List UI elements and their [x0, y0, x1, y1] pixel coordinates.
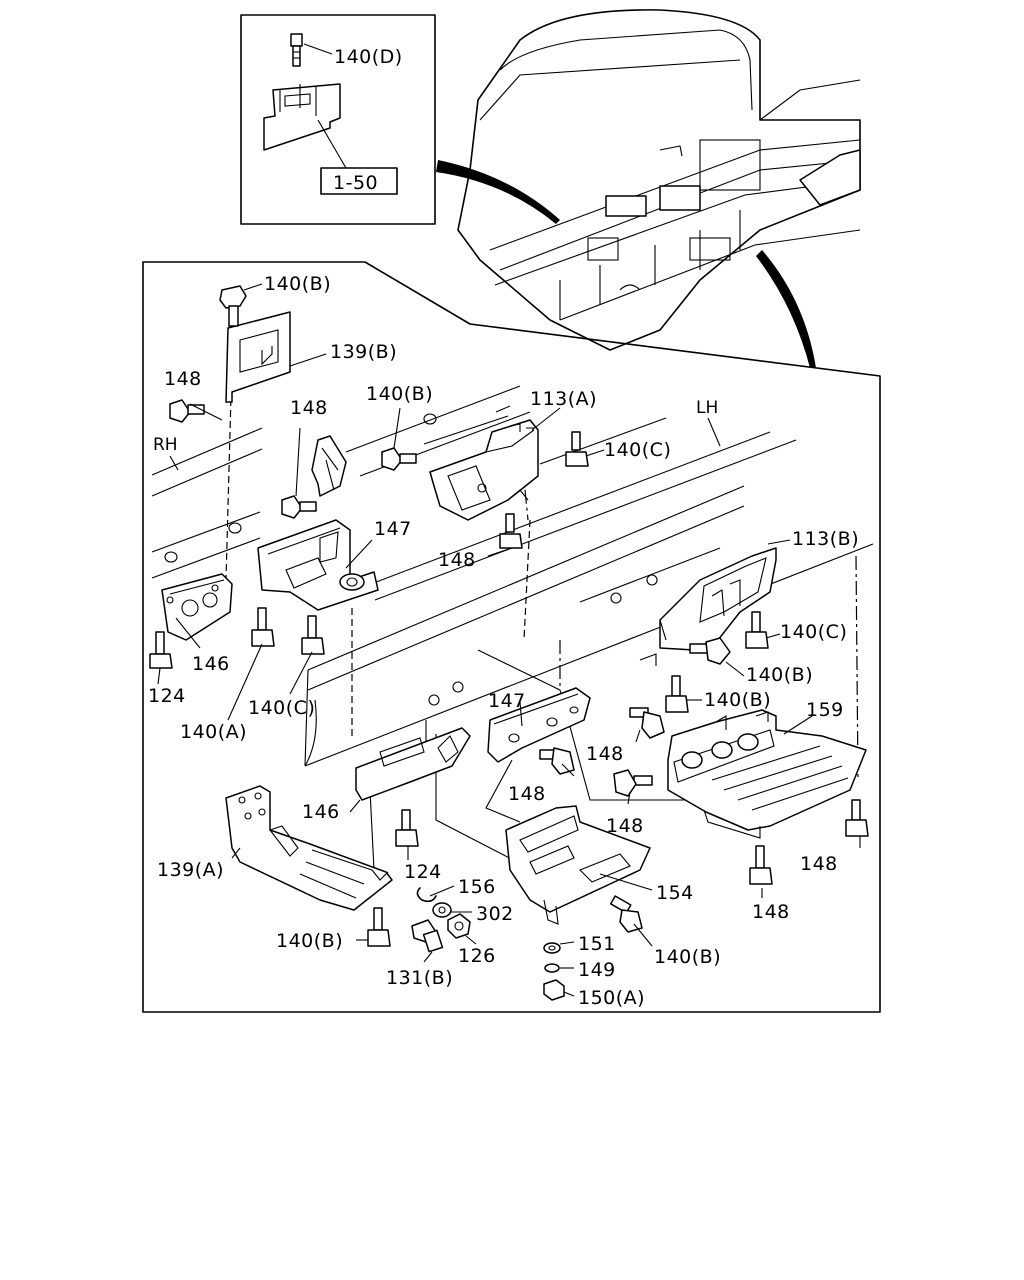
label-131b: 131(B): [386, 967, 453, 989]
label-147: 147: [488, 690, 526, 712]
label-146: 146: [192, 653, 230, 675]
washer-icon: [543, 942, 561, 954]
bolt-icon: [499, 513, 523, 549]
bolt-icon: [169, 399, 205, 423]
label-124: 124: [404, 861, 442, 883]
label-124: 124: [148, 685, 186, 707]
inset-ref-label: 1-50: [333, 172, 378, 194]
nut-icon: [543, 979, 565, 1001]
bolt-icon: [745, 611, 769, 649]
bolt-icon: [411, 919, 444, 953]
bolt-icon: [749, 845, 773, 885]
label-139a: 139(A): [157, 859, 224, 881]
carrier-159: [667, 709, 867, 839]
label-140c: 140(C): [604, 439, 671, 461]
bolt-icon: [301, 615, 325, 655]
label-140a: 140(A): [180, 721, 247, 743]
label-302: 302: [476, 903, 514, 925]
inset-panel: 140(D) 1-50: [240, 14, 436, 225]
callout-labels: RH LH 140(B) 139(B) 148 148 140(B) 113(A…: [148, 273, 859, 1009]
label-150a: 150(A): [578, 987, 645, 1009]
frame-rails: [151, 385, 874, 767]
side-label-rh: RH: [153, 435, 178, 455]
bolt-icon: [845, 799, 869, 837]
label-140b-top: 140(B): [264, 273, 331, 295]
bracket-113a-upper: [311, 435, 347, 497]
mount-147-mid: [487, 687, 591, 763]
label-159: 159: [806, 699, 844, 721]
main-panel-frame: [142, 261, 881, 1013]
label-148: 148: [290, 397, 328, 419]
label-147: 147: [374, 518, 412, 540]
tray-139a: [225, 785, 393, 911]
bolt-icon: [565, 431, 589, 467]
label-140b: 140(B): [704, 689, 771, 711]
label-148: 148: [164, 368, 202, 390]
label-156: 156: [458, 876, 496, 898]
mount-bracket-146-left: [161, 573, 233, 641]
pointer-arrow-upper: [436, 160, 560, 224]
washer-icon: [544, 963, 560, 973]
label-154: 154: [656, 882, 694, 904]
vehicle-outline-icon: [457, 9, 861, 351]
label-113a: 113(A): [530, 388, 597, 410]
bolt-icon: [149, 631, 173, 669]
bolt-icon: [609, 895, 643, 933]
label-148: 148: [586, 743, 624, 765]
label-140b: 140(B): [746, 664, 813, 686]
label-140b: 140(B): [366, 383, 433, 405]
label-148: 148: [606, 815, 644, 837]
bolt-icon: [665, 675, 689, 713]
bolt-icon: [539, 747, 575, 775]
label-140c: 140(C): [780, 621, 847, 643]
pointer-arrow-lower: [756, 250, 816, 368]
bolt-icon: [689, 637, 731, 665]
clip-icon: [416, 887, 437, 903]
bolt-icon: [613, 769, 653, 797]
label-140b: 140(B): [276, 930, 343, 952]
bolt-icon: [395, 809, 419, 847]
label-148: 148: [438, 549, 476, 571]
label-140c: 140(C): [248, 697, 315, 719]
tray-154: [505, 805, 651, 925]
bolt-icon: [251, 607, 275, 647]
label-146: 146: [302, 801, 340, 823]
mount-bracket-146-mid: [355, 727, 471, 801]
label-148: 148: [508, 783, 546, 805]
label-149: 149: [578, 959, 616, 981]
label-148: 148: [800, 853, 838, 875]
washer-icon: [432, 902, 452, 918]
mount-147-left: [257, 519, 379, 611]
bracket-113a: [429, 419, 539, 521]
label-113b: 113(B): [792, 528, 859, 550]
label-140b: 140(B): [654, 946, 721, 968]
label-148: 148: [752, 901, 790, 923]
bolt-icon: [381, 447, 417, 471]
label-139b: 139(B): [330, 341, 397, 363]
bracket-139b: [225, 311, 291, 403]
bolt-icon: [290, 33, 303, 67]
nut-icon: [447, 913, 471, 939]
bracket-113b: [639, 547, 777, 666]
bolt-icon: [367, 907, 391, 947]
bolt-icon: [629, 707, 665, 739]
leader-lines: [157, 283, 861, 997]
bolt-icon: [281, 495, 317, 519]
label-126: 126: [458, 945, 496, 967]
label-151: 151: [578, 933, 616, 955]
bolt-icon: [219, 285, 247, 327]
label-140d: 140(D): [334, 46, 403, 68]
side-label-lh: LH: [696, 398, 718, 418]
